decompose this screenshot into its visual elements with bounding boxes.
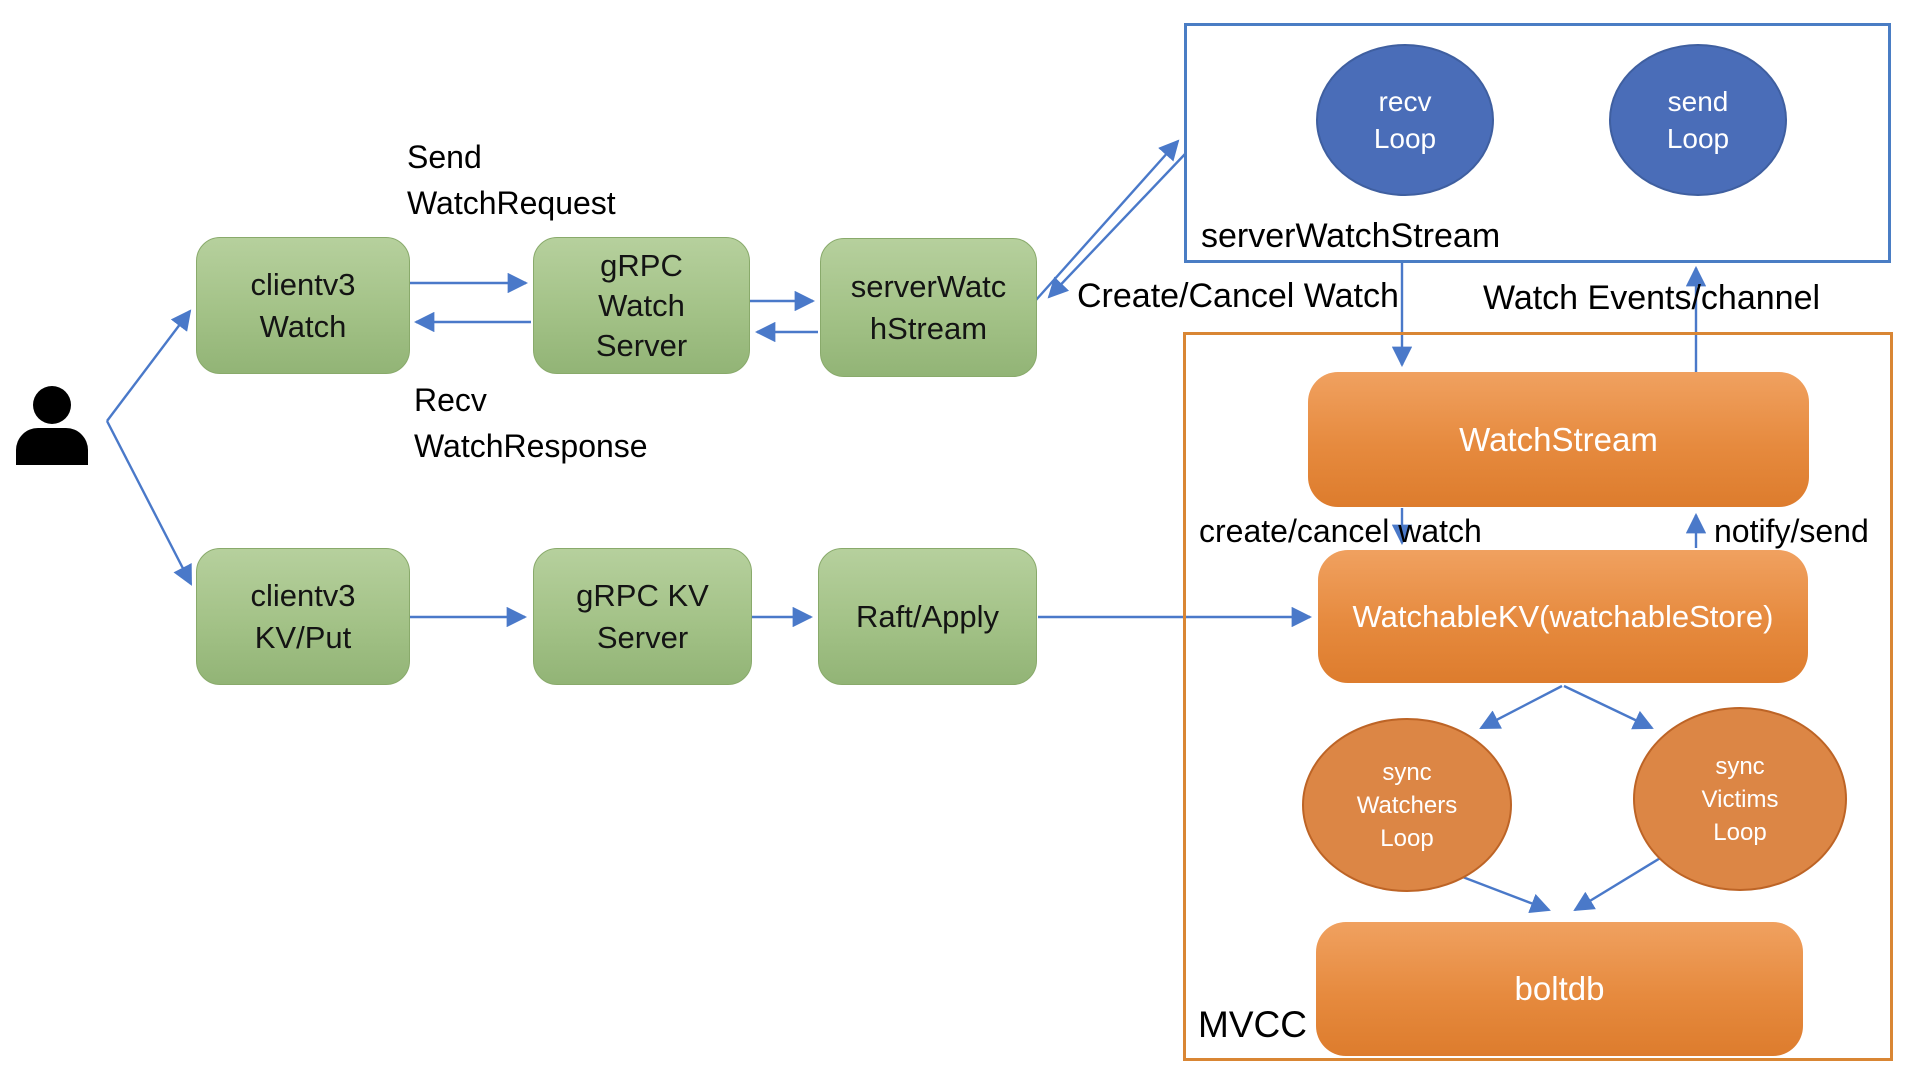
recv-loop-line2: Loop — [1373, 123, 1437, 154]
clientv3-kvput-line1: clientv3 — [250, 577, 356, 613]
sync-watchers-line3: Loop — [1380, 824, 1434, 852]
sync-watchers-line1: sync — [1382, 758, 1432, 786]
server-watch-stream-node: serverWatc hStream — [820, 238, 1037, 377]
server-watch-stream-line2: hStream — [869, 310, 988, 346]
recv-watchresponse-line1: Recv — [414, 382, 487, 418]
clientv3-kvput-line2: KV/Put — [254, 619, 352, 655]
clientv3-watch-line1: clientv3 — [250, 266, 356, 302]
grpc-watch-server-line3: Server — [595, 327, 688, 363]
server-watch-stream-line1: serverWatc — [850, 268, 1007, 304]
grpc-kv-server-line2: Server — [596, 619, 689, 655]
grpc-watch-server-line1: gRPC — [600, 247, 683, 283]
send-loop-line2: Loop — [1666, 123, 1730, 154]
recv-watchresponse-line2: WatchResponse — [414, 428, 648, 464]
send-watchrequest-line2: WatchRequest — [407, 185, 616, 221]
recv-loop-line1: recv — [1378, 86, 1432, 117]
boltdb-node: boltdb — [1316, 922, 1803, 1056]
server-watch-stream-container-label: serverWatchStream — [1201, 217, 1501, 255]
recv-watchresponse-label: Recv WatchResponse — [414, 377, 648, 469]
boltdb-label: boltdb — [1514, 970, 1605, 1007]
clientv3-watch-line2: Watch — [259, 308, 347, 344]
sync-watchers-loop-ellipse: sync Watchers Loop — [1302, 718, 1512, 892]
arrow-user-to-clientv3-kvput — [105, 420, 193, 586]
send-loop-ellipse: send Loop — [1609, 44, 1787, 196]
sync-watchers-line2: Watchers — [1356, 791, 1458, 819]
clientv3-watch-node: clientv3 Watch — [196, 237, 410, 374]
grpc-kv-server-node: gRPC KV Server — [533, 548, 752, 685]
watch-stream-label: WatchStream — [1459, 420, 1658, 458]
watch-stream-node: WatchStream — [1308, 372, 1809, 507]
grpc-watch-server-node: gRPC Watch Server — [533, 237, 750, 374]
mvcc-container-label: MVCC — [1198, 1004, 1307, 1045]
recv-loop-ellipse: recv Loop — [1316, 44, 1494, 196]
sync-victims-loop-ellipse: sync Victims Loop — [1633, 707, 1847, 891]
send-watchrequest-label: Send WatchRequest — [407, 134, 616, 226]
watchable-kv-label: WatchableKV(watchableStore) — [1352, 598, 1774, 634]
arrow-bluebox-to-serverwatchstream — [1047, 152, 1187, 299]
notify-send-label: notify/send — [1714, 513, 1869, 549]
server-watch-stream-container: serverWatchStream — [1184, 23, 1891, 263]
send-loop-line1: send — [1667, 86, 1729, 117]
send-watchrequest-line1: Send — [407, 139, 482, 175]
grpc-watch-server-line2: Watch — [598, 287, 685, 323]
sync-victims-line3: Loop — [1713, 818, 1767, 846]
mvcc-container: MVCC — [1183, 332, 1893, 1061]
watchable-kv-node: WatchableKV(watchableStore) — [1318, 550, 1808, 683]
watch-events-channel-label: Watch Events/channel — [1483, 279, 1821, 317]
clientv3-kvput-node: clientv3 KV/Put — [196, 548, 410, 685]
grpc-kv-server-line1: gRPC KV — [576, 577, 709, 613]
create-cancel-watch-lower-label: create/cancel watch — [1199, 513, 1482, 549]
raft-apply-line1: Raft/Apply — [855, 598, 999, 634]
sync-victims-line1: sync — [1715, 752, 1765, 780]
arrow-user-to-clientv3-watch — [106, 309, 192, 422]
create-cancel-watch-upper-label: Create/Cancel Watch — [1077, 277, 1399, 315]
sync-victims-line2: Victims — [1701, 785, 1779, 813]
raft-apply-node: Raft/Apply — [818, 548, 1037, 685]
user-icon — [16, 386, 88, 465]
